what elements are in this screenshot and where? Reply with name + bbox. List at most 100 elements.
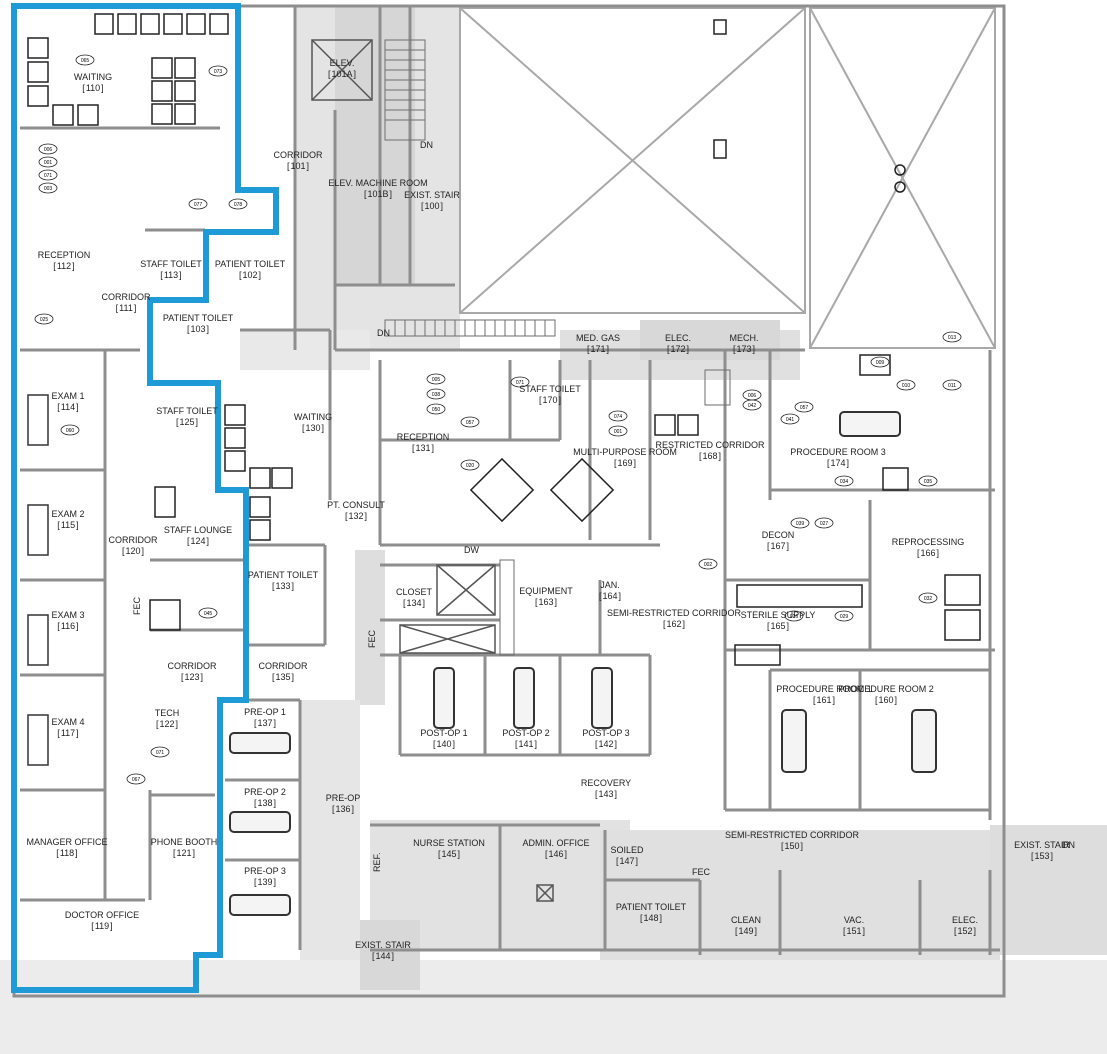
equipment-tag: 071 [38,169,58,181]
room-name: PROCEDURE ROOM 2 [838,684,934,694]
room-number: 111 [116,303,137,314]
equipment-tag-text: 050 [432,407,441,413]
room-number: 161 [813,695,835,706]
room-label: STAFF LOUNGE124 [164,525,232,547]
room-name: ELEC. [664,333,692,343]
room-name: EQUIPMENT [519,586,573,596]
equipment-tag-text: 065 [81,58,90,64]
equipment-tag-text: 026 [790,614,799,620]
room-number: 101 [287,161,309,172]
equipment-tag-text: 032 [924,596,933,602]
equipment-tag-text: 027 [820,521,829,527]
room-label: ADMIN. OFFICE146 [523,838,590,860]
room-number: 144 [372,951,394,962]
room-name: ELEV. [329,58,355,68]
room-label: PHONE BOOTH121 [151,837,218,859]
equipment-tag-text: 013 [948,335,957,341]
room-label: PATIENT TOILET148 [616,902,686,924]
room-label: PT. CONSULT132 [327,500,385,522]
room-number: 113 [160,270,181,281]
room-label: STAFF TOILET113 [140,259,202,281]
room-number: 119 [91,921,112,932]
room-number: 173 [733,344,755,355]
room-number: 148 [640,913,662,924]
room-number: 139 [254,877,276,888]
stretchers [229,411,937,916]
room-name: CORRIDOR [167,661,217,671]
room-label: POST-OP 1140 [420,728,467,750]
room-name: POST-OP 2 [502,728,550,738]
room-number: 140 [433,739,455,750]
equipment-tag: 038 [426,388,446,400]
room-name: SEMI-RESTRICTED CORRIDOR [606,608,742,618]
room-number: 160 [875,695,897,706]
room-label: DECON167 [762,530,795,552]
room-name: STAFF TOILET [140,259,202,269]
room-name: WAITING [73,72,113,82]
room-label: PATIENT TOILET103 [163,313,233,335]
room-label: WAITING110 [74,72,112,94]
room-number: 132 [345,511,367,522]
room-name: RESTRICTED CORRIDOR [655,440,765,450]
room-number: 134 [403,598,425,609]
equipment-tag-text: 057 [800,405,809,411]
equipment-tag-text: 060 [66,428,75,434]
highlight-boundary [11,3,279,993]
equipment-tag: 006 [742,389,762,401]
room-number: 100 [421,201,443,212]
room-label: WAITING130 [294,412,332,434]
fec-label-2: FEC [367,630,377,648]
room-number: 118 [56,848,77,859]
room-name: PROCEDURE ROOM 1 [776,684,872,694]
room-label: MANAGER OFFICE118 [26,837,107,859]
equipment-tag-text: 042 [748,403,757,409]
room-label: SOILED147 [610,845,643,867]
room-name: PRE-OP 2 [244,787,286,797]
room-name: VAC. [843,915,865,925]
room-name: EXAM 3 [51,610,85,620]
room-label: SEMI-RESTRICTED CORRIDOR162 [607,608,741,630]
equipment-tag-text: 006 [748,393,757,399]
room-number: 138 [254,798,276,809]
room-label: RESTRICTED CORRIDOR168 [655,440,764,462]
room-label: POST-OP 3142 [582,728,629,750]
equipment-tag: 057 [460,416,480,428]
room-label: VAC.151 [843,915,865,937]
equipment-tag-text: 009 [876,360,885,366]
room-label: STERILE SUPPLY165 [741,610,816,632]
equipment-tag: 057 [794,401,814,413]
equipment-tag-text: 005 [432,377,441,383]
equipment-tag: 011 [942,379,962,391]
room-name: STAFF LOUNGE [163,525,233,535]
room-number: 117 [57,728,78,739]
room-number: 171 [587,344,609,355]
equipment-tag: 010 [896,379,916,391]
ref-label: REF. [372,852,382,872]
equipment-tag-text: 045 [204,611,213,617]
room-label: REPROCESSING166 [892,537,965,559]
room-number: 170 [539,395,561,406]
equipment-tag-text: 020 [466,463,475,469]
room-number: 168 [699,451,721,462]
equipment-tag-text: 038 [432,392,441,398]
equipment-tag-text: 077 [194,202,203,208]
room-number: 135 [272,672,294,683]
room-label: ELEV.101A [328,58,356,80]
room-label: CLEAN149 [731,915,761,937]
room-number: 110 [82,83,103,94]
dn-label-1: DN [420,140,433,150]
room-name: PATIENT TOILET [162,313,234,323]
room-name: SOILED [610,845,644,855]
room-name: EXAM 1 [51,391,85,401]
room-name: MANAGER OFFICE [26,837,108,847]
equipment-tag: 020 [460,459,480,471]
equipment-tag-text: 002 [704,562,713,568]
room-label: EXAM 2115 [51,509,84,531]
room-name: EXAM 4 [51,717,85,727]
room-number: 102 [239,270,261,281]
room-label: PROCEDURE ROOM 2160 [838,684,934,706]
room-name: MULTI-PURPOSE ROOM [573,447,677,457]
room-name: PRE-OP 3 [244,866,286,876]
room-name: DECON [761,530,795,540]
equipment-tag-text: 035 [924,479,933,485]
